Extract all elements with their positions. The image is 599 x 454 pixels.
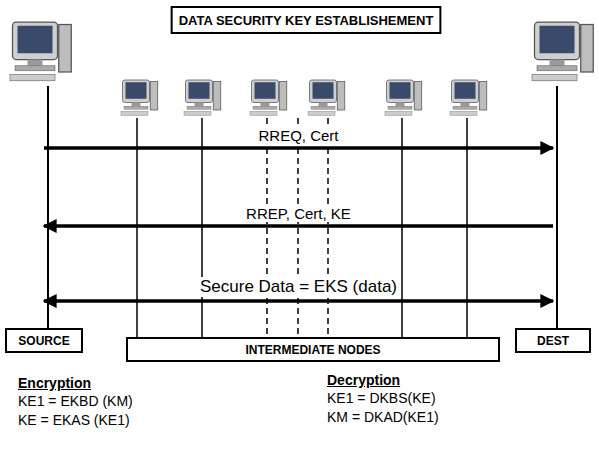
box-label: INTERMEDIATE NODES	[245, 343, 380, 357]
box-label: DEST	[537, 334, 569, 348]
node-lifelines	[137, 118, 467, 338]
message-arrow	[44, 299, 553, 303]
dest-computer	[532, 22, 593, 81]
diagram-title: DATA SECURITY KEY ESTABLISHEMENT	[179, 13, 434, 28]
formula: KE = EKAS (KE1)	[18, 412, 130, 428]
role-box: DEST	[515, 328, 591, 353]
message-arrow	[44, 224, 553, 228]
box-label: SOURCE	[18, 334, 69, 348]
formula: KE1 = EKBD (KM)	[18, 393, 133, 409]
message-label: RREP, Cert, KE	[243, 205, 354, 222]
role-box: INTERMEDIATE NODES	[126, 337, 500, 362]
formula: KM = DKAD(KE1)	[327, 409, 439, 425]
end-lifelines	[48, 86, 557, 328]
role-box: SOURCE	[5, 328, 83, 353]
message-arrow	[44, 146, 553, 150]
source-computer	[10, 22, 71, 81]
intermediate-computers	[121, 80, 487, 115]
message-label: Secure Data = EKS (data)	[197, 277, 400, 297]
message-label: RREQ, Cert	[255, 127, 341, 144]
title-frame	[172, 7, 441, 33]
section-heading: Encryption	[18, 375, 91, 391]
section-heading: Decryption	[327, 372, 400, 388]
formula: KE1 = DKBS(KE)	[327, 390, 436, 406]
